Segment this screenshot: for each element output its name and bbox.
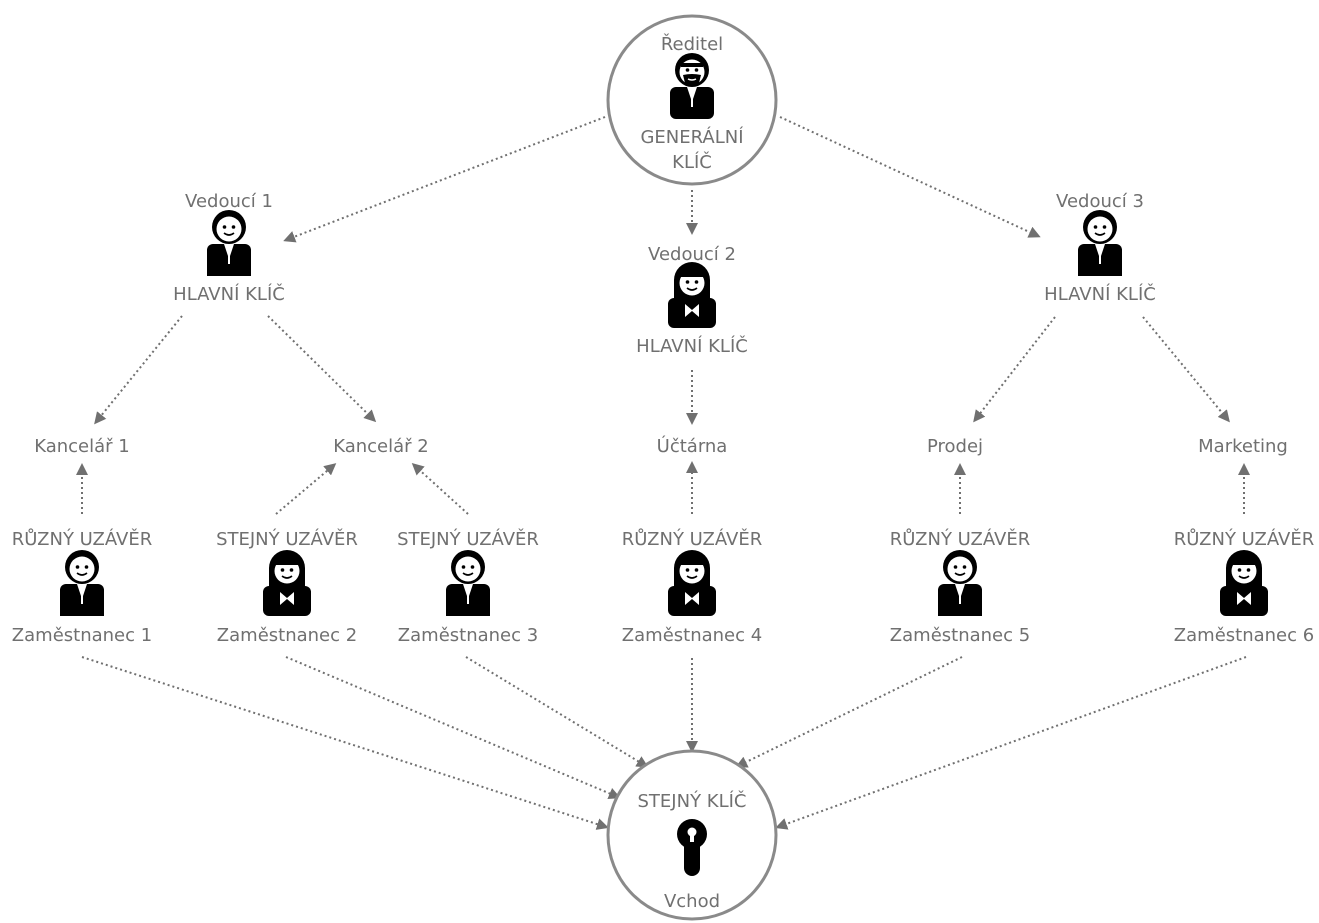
entrance-label: Vchod (664, 891, 720, 912)
employee-lock-type: STEJNÝ UZÁVĚR (397, 528, 539, 550)
arrow-director-manager1 (283, 116, 606, 243)
rooms: Kancelář 1 Kancelář 2 Účtárna Prodej Mar… (34, 435, 1288, 457)
employee-lock-type: STEJNÝ UZÁVĚR (216, 528, 358, 550)
employee-lock-type: RŮZNÝ UZÁVĚR (1174, 528, 1314, 550)
entrance-node: STEJNÝ KLÍČ Vchod (606, 749, 778, 921)
manager-title: Vedoucí 1 (185, 191, 273, 212)
manager-node-2: Vedoucí 2 HLAVNÍ KLÍČ (636, 244, 748, 357)
manager-title: Vedoucí 3 (1056, 191, 1144, 212)
employee-name: Zaměstnanec 5 (890, 625, 1030, 646)
female-person-icon (667, 261, 717, 329)
room-office-1: Kancelář 1 (34, 436, 130, 457)
director-key-line2: KLÍČ (672, 151, 712, 173)
arrow-employee6-entrance (775, 656, 1247, 830)
manager-key: HLAVNÍ KLÍČ (173, 283, 285, 305)
room-office-2: Kancelář 2 (333, 436, 429, 457)
arrow-director-manager3 (779, 116, 1041, 238)
room-marketing: Marketing (1198, 436, 1288, 457)
male-person-icon (206, 209, 252, 277)
employee-name: Zaměstnanec 1 (12, 625, 152, 646)
arrow-manager3-sales (973, 316, 1056, 423)
director-key-line1: GENERÁLNÍ (640, 126, 743, 148)
employee-node-5: RŮZNÝ UZÁVĚR Zaměstnanec 5 (890, 528, 1030, 646)
connector-arrows (76, 116, 1250, 830)
employee-name: Zaměstnanec 6 (1174, 625, 1314, 646)
arrow-employee3-entrance (465, 656, 649, 768)
director-node: Ředitel GENERÁLNÍ KLÍČ (606, 14, 778, 186)
female-person-icon (667, 549, 717, 617)
entrance-key-label: STEJNÝ KLÍČ (638, 790, 747, 812)
manager-title: Vedoucí 2 (648, 244, 736, 265)
director-title: Ředitel (661, 33, 723, 55)
employee-lock-type: RŮZNÝ UZÁVĚR (12, 528, 152, 550)
arrow-employee2-entrance (285, 656, 621, 800)
employee-node-6: RŮZNÝ UZÁVĚR Zaměstnanec 6 (1174, 528, 1314, 646)
male-person-icon (1077, 209, 1123, 277)
arrow-employee3-office2 (411, 462, 469, 515)
employee-node-3: STEJNÝ UZÁVĚR Zaměstnanec 3 (397, 528, 539, 646)
male-person-icon (937, 549, 983, 617)
manager-node-1: Vedoucí 1 HLAVNÍ KLÍČ (173, 191, 285, 305)
arrow-manager1-office1 (94, 315, 183, 425)
female-person-icon (262, 549, 312, 617)
arrow-manager3-marketing (1142, 316, 1230, 423)
employee-name: Zaměstnanec 4 (622, 625, 762, 646)
arrow-employee5-entrance (735, 656, 963, 768)
employee-lock-type: RŮZNÝ UZÁVĚR (890, 528, 1030, 550)
manager-key: HLAVNÍ KLÍČ (636, 335, 748, 357)
female-person-icon (1219, 549, 1269, 617)
employee-lock-type: RŮZNÝ UZÁVĚR (622, 528, 762, 550)
male-person-icon (59, 549, 105, 617)
male-person-icon (445, 549, 491, 617)
employee-node-4: RŮZNÝ UZÁVĚR Zaměstnanec 4 (622, 528, 762, 646)
arrow-employee1-entrance (81, 656, 609, 830)
manager-key: HLAVNÍ KLÍČ (1044, 283, 1156, 305)
employee-node-2: STEJNÝ UZÁVĚR Zaměstnanec 2 (216, 528, 358, 646)
manager-node-3: Vedoucí 3 HLAVNÍ KLÍČ (1044, 191, 1156, 305)
room-accounting: Účtárna (657, 435, 728, 457)
employee-node-1: RŮZNÝ UZÁVĚR Zaměstnanec 1 (12, 528, 152, 646)
arrow-employee2-office2 (275, 463, 337, 515)
employee-name: Zaměstnanec 2 (217, 625, 357, 646)
employee-name: Zaměstnanec 3 (398, 625, 538, 646)
arrow-manager1-office2 (267, 315, 377, 423)
lock-cylinder-icon (677, 819, 707, 876)
room-sales: Prodej (927, 436, 983, 457)
